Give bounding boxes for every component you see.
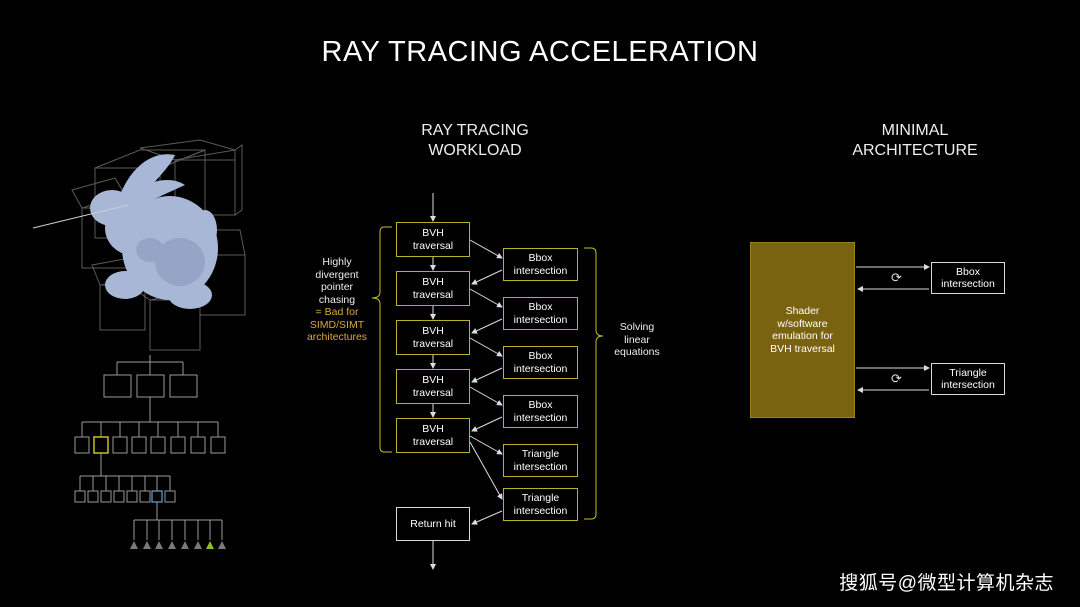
minimal-architecture-heading: MINIMAL ARCHITECTURE — [852, 122, 978, 159]
ray-line — [32, 204, 129, 229]
return-hit-box: Return hit — [396, 507, 470, 541]
right-brace — [584, 247, 604, 520]
bvh-tree-highlight — [93, 436, 163, 503]
slide-title: RAY TRACING ACCELERATION — [321, 36, 759, 68]
left-brace — [371, 226, 392, 453]
loop-icon: ⟳ — [891, 270, 902, 285]
workload-heading: RAY TRACING WORKLOAD — [421, 122, 529, 159]
bvh-tree — [74, 355, 226, 540]
divergence-note: Highly divergent pointer chasing = Bad f… — [306, 256, 368, 343]
loop-icon: ⟳ — [891, 371, 902, 386]
watermark: 搜狐号@微型计算机杂志 — [839, 573, 1054, 594]
shader-emulation-block: Shader w/software emulation for BVH trav… — [750, 242, 855, 418]
leaf-triangles — [130, 541, 226, 549]
linear-equations-note: Solving linear equations — [614, 321, 660, 358]
